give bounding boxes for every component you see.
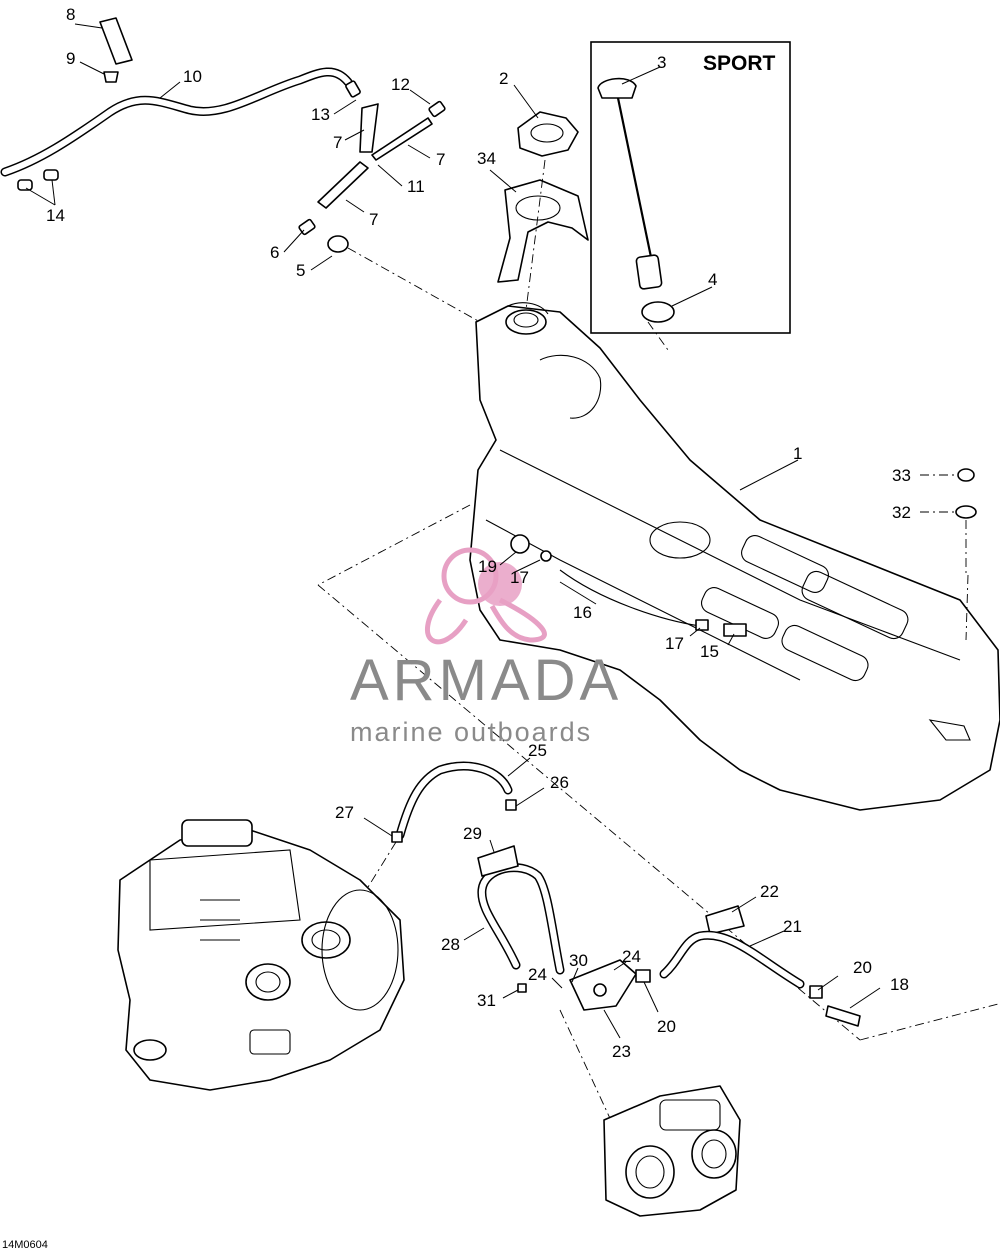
callout-7a: 7: [333, 133, 342, 152]
watermark: ARMADA marine outboards: [350, 547, 622, 747]
callout-20b: 20: [657, 1017, 676, 1036]
callout-6: 6: [270, 243, 279, 262]
callout-7c: 7: [369, 210, 378, 229]
callout-32: 32: [892, 503, 911, 522]
callout-2: 2: [499, 69, 508, 88]
gauge-cap-part-3: [597, 77, 637, 99]
watermark-tagline: marine outboards: [350, 717, 592, 747]
callout-19: 19: [478, 557, 497, 576]
clip-part-9: [103, 71, 119, 83]
callout-labels: 1 2 3 4 5 6 7 7 7 8 9 10 11 12 13 14 15 …: [46, 5, 911, 1061]
callout-12: 12: [391, 75, 410, 94]
callout-14: 14: [46, 206, 65, 225]
callout-3: 3: [657, 53, 666, 72]
spring-part-29: [477, 845, 519, 877]
callout-4: 4: [708, 270, 717, 289]
callout-22: 22: [760, 882, 779, 901]
clamp-part-20b: [809, 985, 823, 999]
callout-18: 18: [890, 975, 909, 994]
fuel-cap-group: [497, 111, 589, 319]
sport-box-label: SPORT: [703, 52, 776, 75]
callout-20a: 20: [853, 958, 872, 977]
fuel-hose-assembly: [359, 761, 861, 1141]
gasket-part-4: [641, 301, 675, 323]
callout-23: 23: [612, 1042, 631, 1061]
vent-hose-assembly: [0, 17, 481, 323]
sport-option-box: SPORT: [590, 41, 791, 351]
callout-17b: 17: [665, 634, 684, 653]
callout-24a: 24: [622, 947, 641, 966]
clip-part-31: [517, 983, 527, 993]
figure-code: 14M0604: [2, 1239, 48, 1251]
callout-13: 13: [311, 105, 330, 124]
callout-1: 1: [793, 444, 802, 463]
callout-29: 29: [463, 824, 482, 843]
nut-part-33: [957, 468, 975, 482]
callout-34: 34: [477, 149, 496, 168]
callout-21: 21: [783, 917, 802, 936]
fuel-tank-part-1: [317, 302, 1000, 1041]
callout-17a: 17: [510, 568, 529, 587]
callout-5: 5: [296, 261, 305, 280]
leader-lines: [25, 23, 881, 1039]
callout-25: 25: [528, 741, 547, 760]
clamp-part-20: [635, 969, 651, 983]
watermark-logo: [425, 547, 547, 645]
callout-11: 11: [407, 177, 425, 196]
carburetor-assembly: [603, 1085, 741, 1217]
callout-9: 9: [66, 49, 75, 68]
bracket-part-8: [99, 17, 133, 65]
callout-15: 15: [700, 642, 719, 661]
callout-33: 33: [892, 466, 911, 485]
callout-7b: 7: [436, 150, 445, 169]
callout-8: 8: [66, 5, 75, 24]
callout-27: 27: [335, 803, 354, 822]
spring-part-22: [705, 905, 745, 935]
hardware-32-33: [920, 468, 977, 575]
bracket-part-34: [497, 179, 589, 283]
callout-16: 16: [573, 603, 592, 622]
engine-block: [117, 819, 405, 1091]
sport-box-frame: [590, 41, 791, 334]
washer-part-32: [955, 505, 977, 519]
fitting-part-18: [825, 1005, 861, 1027]
callout-30: 30: [569, 951, 588, 970]
callout-10: 10: [183, 67, 202, 86]
fuel-cap-part-2: [517, 111, 579, 157]
callout-31: 31: [477, 991, 496, 1010]
callout-24b: 24: [528, 965, 547, 984]
callout-28: 28: [441, 935, 460, 954]
callout-26: 26: [550, 773, 569, 792]
watermark-brand: ARMADA: [350, 648, 622, 713]
